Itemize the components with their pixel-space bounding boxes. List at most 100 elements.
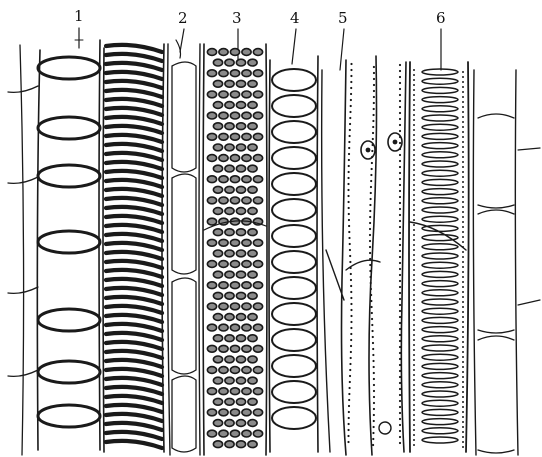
wall-pit: [462, 326, 464, 328]
scalariform-pit: [422, 363, 458, 369]
wall-pit: [413, 419, 415, 421]
scalariform-pit: [422, 253, 458, 259]
pit: [213, 80, 222, 87]
wall-pit: [413, 209, 415, 211]
wall-pit: [348, 207, 350, 209]
wall-pit: [462, 161, 464, 163]
wall-pit: [350, 267, 352, 269]
wall-pit: [413, 414, 415, 416]
pit: [207, 324, 216, 331]
wall-pit: [399, 106, 401, 108]
wall-pit: [413, 94, 415, 96]
wall-pit: [373, 426, 375, 428]
pit: [213, 102, 222, 109]
wall-pit: [373, 102, 375, 104]
wall-pit: [350, 87, 352, 89]
spiral-thickening: [106, 117, 162, 124]
pit: [225, 335, 234, 342]
vessel-wall-right: [466, 62, 469, 452]
wall-pit: [399, 286, 401, 288]
pit: [236, 123, 245, 130]
scalariform-pit: [422, 327, 458, 333]
scalariform-pit: [422, 152, 458, 158]
annular-spiral-ring: [272, 173, 316, 195]
wall-pit: [372, 432, 374, 434]
parenchyma-cell-wall: [478, 450, 514, 453]
pit: [236, 377, 245, 384]
wall-pit: [462, 211, 464, 213]
wall-pit: [369, 228, 371, 230]
wall-pit: [413, 269, 415, 271]
wall-pit: [347, 195, 349, 197]
wall-pit: [369, 258, 371, 260]
parenchyma-cell-wall: [478, 205, 514, 208]
pit: [248, 229, 257, 236]
spiral-thickening: [106, 378, 162, 385]
spiral-thickening: [106, 297, 162, 304]
wall-pit: [350, 357, 352, 359]
pit: [236, 420, 245, 427]
spiral-thickening: [106, 180, 162, 187]
vessel-wall-right: [266, 44, 267, 455]
wall-pit: [369, 222, 371, 224]
pit: [213, 420, 222, 427]
wall-pit: [413, 339, 415, 341]
parenchyma-cell: [172, 376, 196, 452]
spiral-thickening: [106, 225, 162, 232]
spiral-thickening: [106, 234, 162, 241]
wall-pit: [399, 88, 401, 90]
scalariform-pit: [422, 124, 458, 130]
wall-pit: [373, 72, 375, 74]
scalariform-pit: [422, 198, 458, 204]
wall-pit: [462, 86, 464, 88]
wall-pit: [350, 75, 352, 77]
annular-spiral-ring: [272, 407, 316, 429]
wall-pit: [413, 214, 415, 216]
spiral-thickening: [106, 243, 162, 250]
wall-pit: [350, 327, 352, 329]
pit: [248, 356, 257, 363]
scalariform-pit: [422, 409, 458, 415]
vessel-wall-left: [37, 50, 40, 450]
wall-pit: [399, 190, 401, 192]
wall-pit: [348, 153, 350, 155]
wall-pit: [413, 89, 415, 91]
wall-pit: [462, 146, 464, 148]
pit: [248, 123, 257, 130]
pit: [219, 112, 228, 119]
pit: [213, 398, 222, 405]
pit: [242, 324, 251, 331]
pit: [230, 239, 239, 246]
wall-pit: [349, 123, 351, 125]
wall-pit: [462, 291, 464, 293]
wall-pit: [399, 142, 401, 144]
pit: [230, 176, 239, 183]
pit: [213, 335, 222, 342]
wall-pit: [462, 311, 464, 313]
pit: [225, 123, 234, 130]
spiral-thickening: [106, 162, 162, 169]
wall-pit: [462, 176, 464, 178]
wall-pit: [399, 304, 401, 306]
spiral-thickening: [106, 351, 162, 358]
wall-pit: [373, 414, 375, 416]
annular-ring: [38, 405, 100, 427]
pit: [219, 91, 228, 98]
wall-pit: [399, 172, 401, 174]
spiral-thickening: [106, 414, 162, 421]
wall-pit: [399, 130, 401, 132]
wall-pit: [413, 289, 415, 291]
pit: [248, 335, 257, 342]
wall-pit: [348, 147, 350, 149]
wall-pit: [350, 285, 352, 287]
wall-pit: [350, 99, 352, 101]
wall-pit: [413, 124, 415, 126]
wall-pit: [462, 221, 464, 223]
wall-pit: [348, 159, 350, 161]
scalariform-pit: [422, 391, 458, 397]
pit: [207, 239, 216, 246]
wall-pit: [399, 178, 401, 180]
pit: [225, 420, 234, 427]
wall-pit: [350, 309, 352, 311]
wall-pit: [369, 246, 371, 248]
